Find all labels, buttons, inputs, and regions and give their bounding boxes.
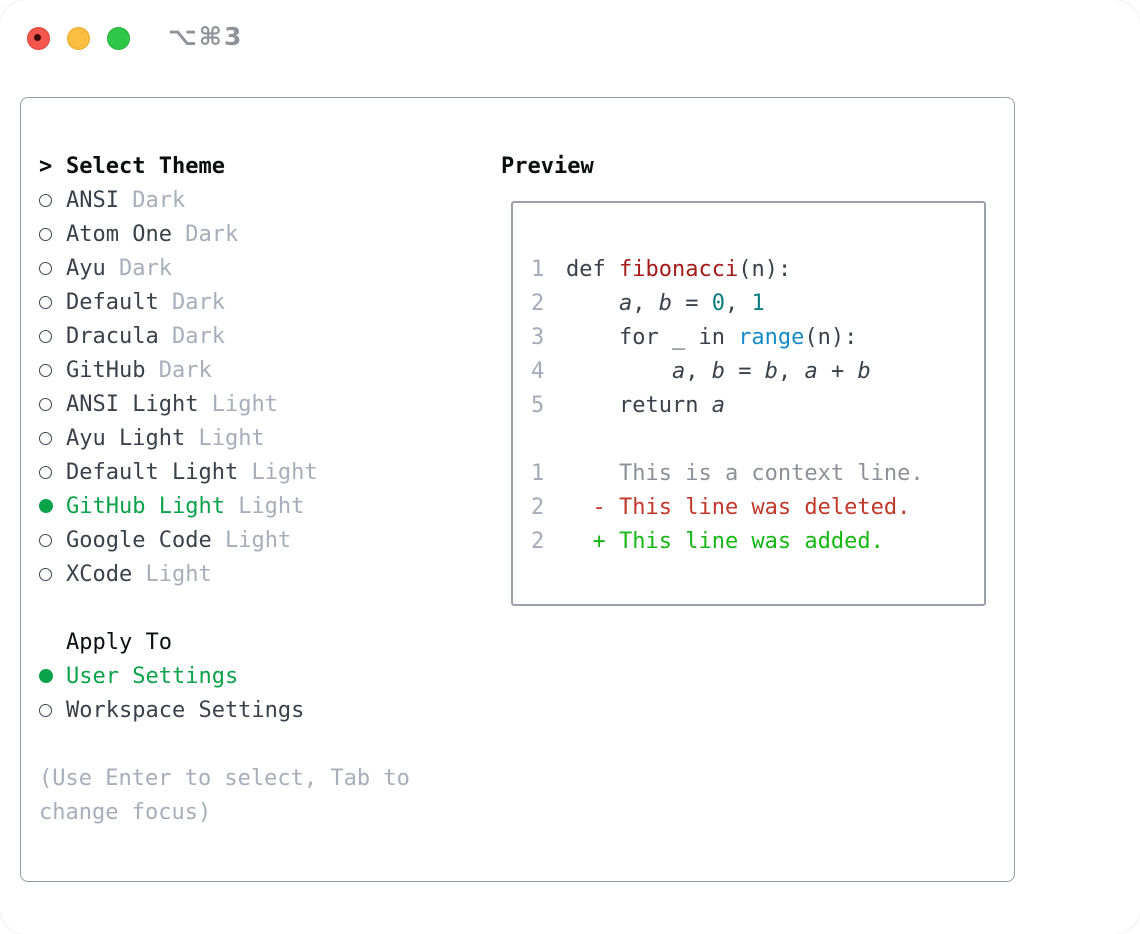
line-number: 4 [531, 358, 545, 384]
theme-variant: Light [145, 561, 212, 587]
code-line: 2 a, b = 0, 1 [531, 286, 924, 320]
theme-name: Default [66, 289, 172, 315]
theme-name: Default Light [66, 459, 252, 485]
theme-name: ANSI [66, 187, 133, 213]
theme-variant: Dark [171, 323, 225, 349]
radio-unselected-icon [39, 363, 66, 377]
theme-option-default[interactable]: Default Dark [39, 285, 410, 319]
theme-variant: Dark [158, 357, 212, 383]
radio-unselected-icon [39, 227, 66, 241]
radio-unselected-icon [39, 567, 66, 581]
gap [39, 591, 410, 625]
theme-name: Dracula [66, 323, 172, 349]
code-line: 1 def fibonacci(n): [531, 252, 924, 286]
code-content: a, b = b, a + b [671, 358, 871, 384]
theme-option-xcode[interactable]: XCode Light [39, 557, 410, 591]
window-title: ⌥⌘3 [168, 22, 244, 51]
theme-variant: Dark [132, 187, 186, 213]
theme-variant: Light [251, 459, 318, 485]
theme-option-google-code[interactable]: Google Code Light [39, 523, 410, 557]
zoom-button[interactable] [107, 27, 130, 50]
theme-name: GitHub Light [66, 493, 239, 519]
theme-option-default-light[interactable]: Default Light Light [39, 455, 410, 489]
radio-unselected-icon [39, 329, 66, 343]
theme-option-ayu-light[interactable]: Ayu Light Light [39, 421, 410, 455]
theme-option-github[interactable]: GitHub Dark [39, 353, 410, 387]
apply-to-header: Apply To [39, 625, 410, 659]
theme-list-header: > Select Theme [39, 149, 410, 183]
radio-unselected-icon [39, 465, 66, 479]
code-line: 1 This is a context line. [531, 456, 924, 490]
help-text-line1: (Use Enter to select, Tab to [39, 765, 410, 791]
radio-unselected-icon [39, 431, 66, 445]
code-content: This is a context line. [566, 460, 924, 486]
theme-variant: Dark [118, 255, 172, 281]
window-titlebar: ⌥⌘3 [0, 0, 1140, 74]
code-content: - This line was deleted. [566, 494, 911, 520]
theme-variant: Dark [171, 289, 225, 315]
radio-unselected-icon [39, 397, 66, 411]
code-line: 4 a, b = b, a + b [531, 354, 924, 388]
theme-name: Google Code [66, 527, 225, 553]
radio-unselected-icon [39, 533, 66, 547]
theme-variant: Light [211, 391, 278, 417]
theme-option-ansi-light[interactable]: ANSI Light Light [39, 387, 410, 421]
line-number: 2 [531, 290, 545, 316]
code-line: 2 - This line was deleted. [531, 490, 924, 524]
theme-option-github-light[interactable]: GitHub Light Light [39, 489, 410, 523]
theme-name: ANSI Light [66, 391, 212, 417]
theme-name: Ayu Light [66, 425, 199, 451]
line-number: 3 [531, 324, 545, 350]
line-number: 2 [531, 494, 545, 520]
theme-variant: Dark [185, 221, 239, 247]
theme-option-dracula[interactable]: Dracula Dark [39, 319, 410, 353]
close-button[interactable] [27, 27, 50, 50]
theme-name: XCode [66, 561, 146, 587]
theme-option-ayu[interactable]: Ayu Dark [39, 251, 410, 285]
theme-variant: Light [238, 493, 305, 519]
code-line: 3 for _ in range(n): [531, 320, 924, 354]
select-theme-title: Select Theme [66, 153, 225, 179]
radio-selected-icon [39, 669, 66, 683]
apply-option-workspace-settings[interactable]: Workspace Settings [39, 693, 410, 727]
code-content: return a [566, 392, 725, 418]
theme-variant: Light [198, 425, 265, 451]
theme-option-atom-one[interactable]: Atom One Dark [39, 217, 410, 251]
minimize-button[interactable] [67, 27, 90, 50]
code-content: + This line was added. [566, 528, 884, 554]
code-line: 2 + This line was added. [531, 524, 924, 558]
radio-unselected-icon [39, 193, 66, 207]
radio-unselected-icon [39, 703, 66, 717]
apply-option-user-settings[interactable]: User Settings [39, 659, 410, 693]
code-content: def fibonacci(n): [566, 256, 792, 282]
theme-name: GitHub [66, 357, 159, 383]
line-number: 2 [531, 528, 545, 554]
theme-name: Ayu [66, 255, 119, 281]
code-line [531, 422, 924, 456]
apply-option-label: User Settings [66, 663, 239, 689]
code-line: 5 return a [531, 388, 924, 422]
code-content: for _ in range(n): [566, 324, 858, 350]
theme-option-ansi[interactable]: ANSI Dark [39, 183, 410, 217]
theme-name: Atom One [66, 221, 186, 247]
help-text-line2: change focus) [39, 799, 212, 825]
gap [39, 727, 410, 761]
line-number: 5 [531, 392, 545, 418]
theme-variant: Light [224, 527, 292, 553]
line-number: 1 [531, 256, 545, 282]
code-content: a, b = 0, 1 [618, 290, 765, 316]
radio-unselected-icon [39, 295, 66, 309]
preview-title: Preview [501, 153, 594, 179]
cursor-arrow-icon: > [39, 153, 53, 179]
radio-unselected-icon [39, 261, 66, 275]
close-dot-icon [34, 34, 41, 41]
apply-option-label: Workspace Settings [66, 697, 305, 723]
apply-to-title: Apply To [66, 629, 172, 655]
line-number: 1 [531, 460, 545, 486]
radio-selected-icon [39, 499, 66, 513]
